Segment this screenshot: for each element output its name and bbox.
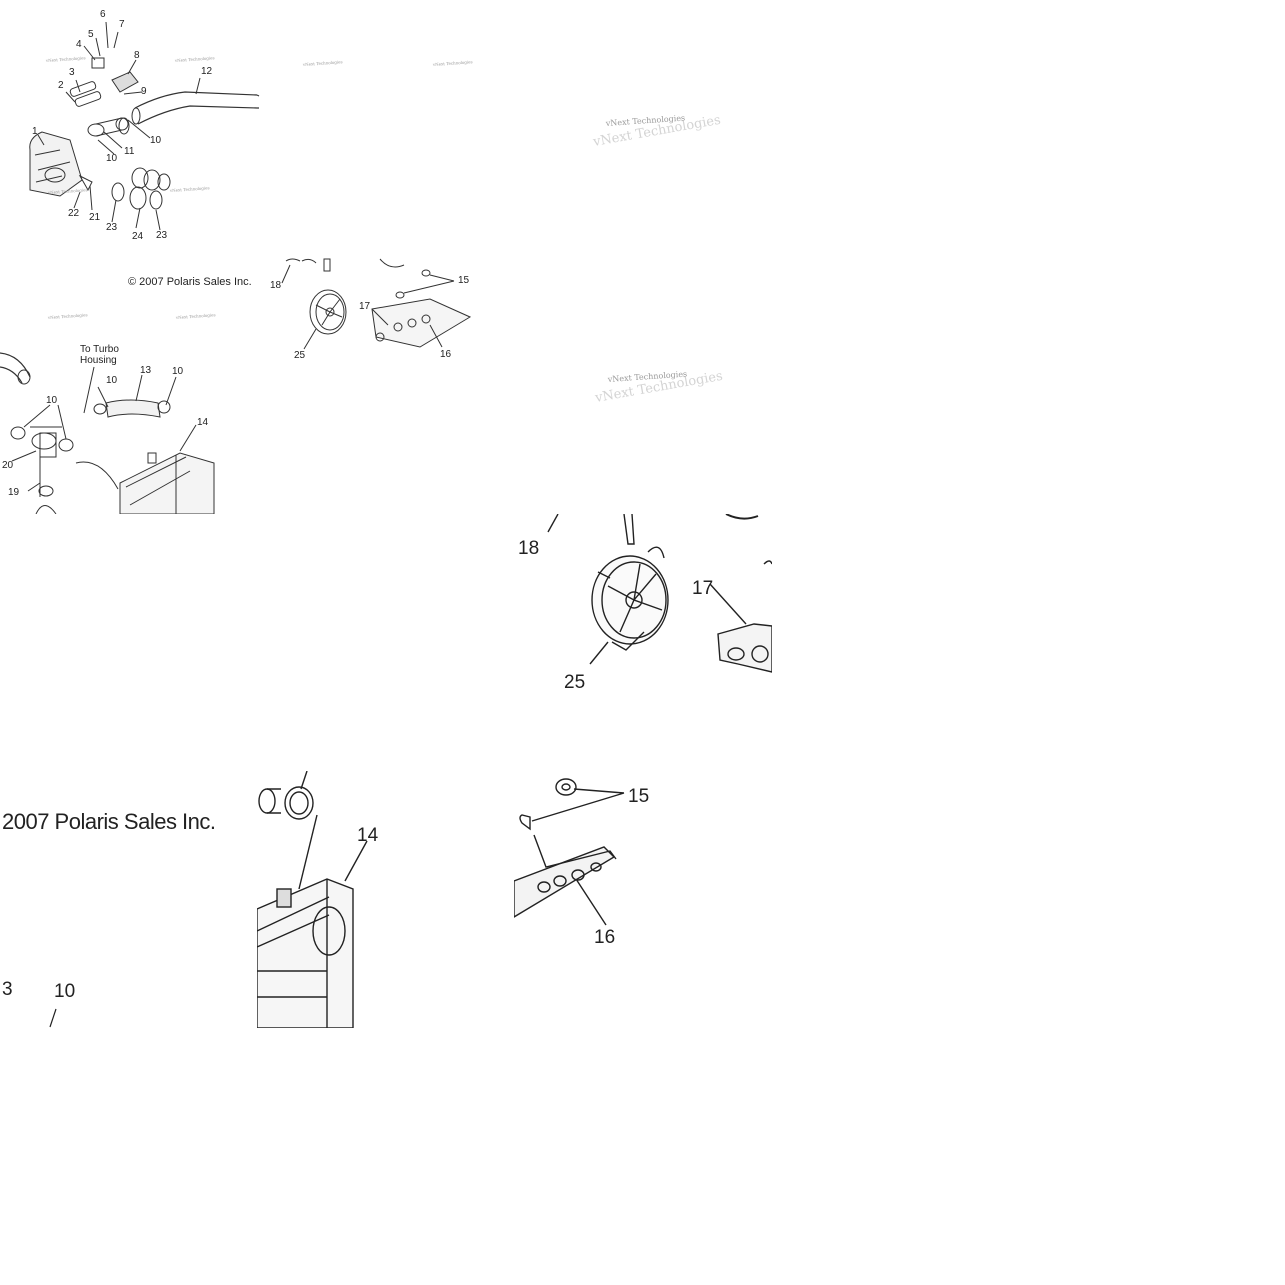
- callout-8: 8: [134, 50, 140, 61]
- note-line: To Turbo: [80, 344, 119, 355]
- callout-24: 24: [132, 231, 144, 242]
- callout-ic-10c: 10: [46, 395, 58, 406]
- callout-15: 15: [458, 275, 470, 286]
- callout-2: 2: [58, 80, 64, 91]
- tile-airbox-overview: 1 2 3 4 5 6 7 8 9 10 11 12 10 21 22 23 2…: [0, 0, 257, 257]
- watermark: vNext Technologies: [432, 59, 473, 67]
- callout-12: 12: [201, 66, 213, 77]
- callout-23: 23: [106, 222, 118, 233]
- tile-fan-zoom: 18 17 25: [514, 514, 772, 714]
- watermark: vNext Technologies: [47, 187, 88, 195]
- callout-14-zoom: 14: [357, 825, 379, 846]
- callout-22: 22: [68, 208, 80, 219]
- callout-6: 6: [100, 9, 106, 20]
- callout-16-zoom: 16: [594, 927, 615, 948]
- watermark: vNext Technologies: [169, 185, 210, 193]
- note-line: Housing: [80, 355, 117, 366]
- copyright-zoom-text: 2007 Polaris Sales Inc.: [2, 809, 216, 834]
- callout-4: 4: [76, 39, 82, 50]
- callout-5: 5: [88, 29, 94, 40]
- callout-18: 18: [270, 280, 282, 291]
- callout-21: 21: [89, 212, 101, 223]
- tile-bracket-zoom: 15 16: [514, 771, 772, 971]
- callout-10-zoom: 10: [54, 981, 75, 1002]
- callout-3-zoom: 3: [2, 979, 13, 1000]
- callout-ic-20: 20: [2, 460, 14, 471]
- callout-9: 9: [141, 86, 147, 97]
- callout-15-zoom: 15: [628, 786, 649, 807]
- callout-ic-13: 13: [140, 365, 152, 376]
- callout-11: 11: [124, 146, 135, 157]
- callout-17: 17: [359, 301, 371, 312]
- callout-10b: 10: [106, 153, 118, 164]
- tile-copyright-zoom: 2007 Polaris Sales Inc. 3 10: [0, 771, 257, 1028]
- watermark: vNext Technologies: [47, 312, 88, 320]
- callout-25-zoom: 25: [564, 672, 585, 693]
- callout-17-zoom: 17: [692, 578, 713, 599]
- callout-23b: 23: [156, 230, 168, 241]
- callout-3: 3: [69, 67, 75, 78]
- tile-intercooler-zoom: 14: [257, 771, 515, 1028]
- watermark: vNext Technologies: [45, 55, 86, 63]
- callout-ic-10b: 10: [172, 366, 184, 377]
- watermark: vNext Technologies: [593, 369, 724, 406]
- watermark: vNext Technologies: [607, 369, 688, 384]
- callout-18-zoom: 18: [518, 538, 539, 559]
- callout-25: 25: [294, 350, 306, 361]
- tile-hose-continuation: vNext Technologies vNext Technologies: [257, 0, 514, 257]
- watermark: vNext Technologies: [175, 312, 216, 320]
- callout-ic-10a: 10: [106, 375, 118, 386]
- copyright-text: © 2007 Polaris Sales Inc.: [128, 276, 252, 288]
- watermark: vNext Technologies: [302, 59, 343, 67]
- callout-16: 16: [440, 349, 452, 360]
- watermark: vNext Technologies: [591, 113, 722, 150]
- callout-10: 10: [150, 135, 162, 146]
- tile-fan-overview: © 2007 Polaris Sales Inc. To Turbo Housi…: [0, 257, 514, 514]
- note-turbo-housing: To Turbo Housing: [80, 344, 119, 366]
- callout-7: 7: [119, 19, 125, 30]
- watermark: vNext Technologies: [605, 113, 686, 128]
- callout-ic-19: 19: [8, 487, 20, 498]
- callout-1: 1: [32, 126, 38, 137]
- callout-ic-14: 14: [197, 417, 209, 428]
- watermark: vNext Technologies: [174, 55, 215, 63]
